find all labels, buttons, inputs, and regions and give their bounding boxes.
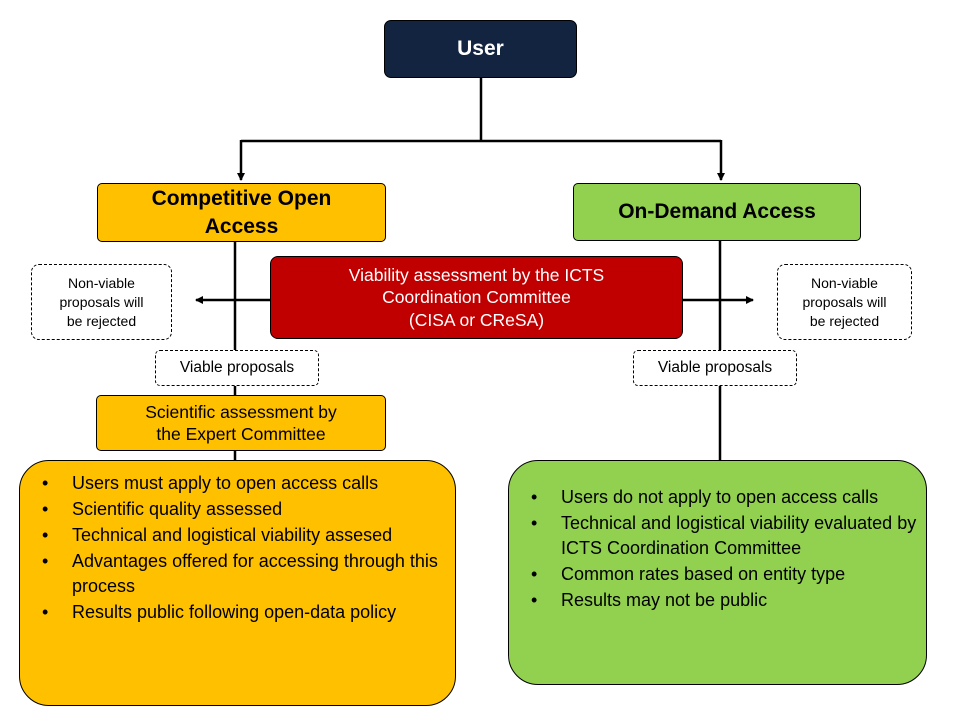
viable-proposals-left-label: Viable proposals <box>155 350 319 386</box>
scientific-line1: Scientific assessment by <box>145 401 337 422</box>
list-item: • Technical and logistical viability eval… <box>531 511 921 561</box>
on-demand-details-panel: • Users do not apply to open access calls… <box>508 460 927 685</box>
non-viable-left-line3: be rejected <box>66 312 137 329</box>
viability-line3: (CISA or CReSA) <box>408 309 545 330</box>
bullet-icon: • <box>42 499 49 519</box>
viable-proposals-right-label: Viable proposals <box>633 350 797 386</box>
list-item: • Results may not be public <box>531 588 921 613</box>
list-item-text: Advantages offered for accessing through… <box>72 551 438 596</box>
on-demand-label: On-Demand Access <box>618 200 816 223</box>
competitive-label-line1: Competitive Open <box>151 186 332 210</box>
non-viable-left-line2: proposals will <box>59 293 144 310</box>
bullet-icon: • <box>531 513 538 533</box>
list-item: • Technical and logistical viability asse… <box>42 523 442 548</box>
non-viable-right-line1: Non-viable <box>811 274 878 291</box>
list-item: • Scientific quality assessed <box>42 497 442 522</box>
non-viable-left-line1: Non-viable <box>68 274 135 291</box>
bullet-icon: • <box>42 551 49 571</box>
scientific-line2: the Expert Committee <box>156 424 326 444</box>
on-demand-points-list: • Users do not apply to open access calls… <box>531 485 921 614</box>
non-viable-left-note: Non-viable proposals will be rejected <box>31 264 172 340</box>
list-item: • Advantages offered for accessing throug… <box>42 549 442 599</box>
list-item-text: Users do not apply to open access calls <box>561 487 879 507</box>
list-item-text: Results public following open-data polic… <box>72 602 397 622</box>
list-item-text: Technical and logistical viability evalu… <box>561 513 917 558</box>
list-item-text: Scientific quality assessed <box>72 499 283 519</box>
bullet-icon: • <box>531 590 538 610</box>
bullet-icon: • <box>42 525 49 545</box>
competitive-details-panel: • Users must apply to open access calls •… <box>19 460 456 706</box>
list-item-text: Technical and logistical viability asses… <box>72 525 393 545</box>
list-item: • Users do not apply to open access calls <box>531 485 921 510</box>
list-item-text: Users must apply to open access calls <box>72 473 379 493</box>
competitive-label-line2: Access <box>204 214 279 238</box>
list-item: • Results public following open-data poli… <box>42 600 442 625</box>
viability-line1: Viability assessment by the ICTS <box>348 264 605 285</box>
non-viable-right-note: Non-viable proposals will be rejected <box>777 264 912 340</box>
list-item: • Common rates based on entity type <box>531 562 921 587</box>
viability-assessment-node: Viability assessment by the ICTS Coordin… <box>270 256 683 339</box>
bullet-icon: • <box>42 602 49 622</box>
list-item: • Users must apply to open access calls <box>42 471 442 496</box>
bullet-icon: • <box>42 473 49 493</box>
scientific-assessment-node: Scientific assessment by the Expert Comm… <box>96 395 386 451</box>
viable-right-text: Viable proposals <box>657 359 773 376</box>
competitive-open-access-node: Competitive Open Access <box>97 183 386 242</box>
non-viable-right-line2: proposals will <box>802 293 887 310</box>
viable-left-text: Viable proposals <box>179 359 295 376</box>
list-item-text: Common rates based on entity type <box>561 564 846 584</box>
viability-line2: Coordination Committee <box>382 287 571 308</box>
non-viable-right-line3: be rejected <box>809 312 880 329</box>
on-demand-access-node: On-Demand Access <box>573 183 861 241</box>
bullet-icon: • <box>531 564 538 584</box>
user-label: User <box>457 37 504 60</box>
list-item-text: Results may not be public <box>561 590 768 610</box>
user-node: User <box>384 20 577 78</box>
competitive-points-list: • Users must apply to open access calls •… <box>42 471 442 626</box>
bullet-icon: • <box>531 487 538 507</box>
